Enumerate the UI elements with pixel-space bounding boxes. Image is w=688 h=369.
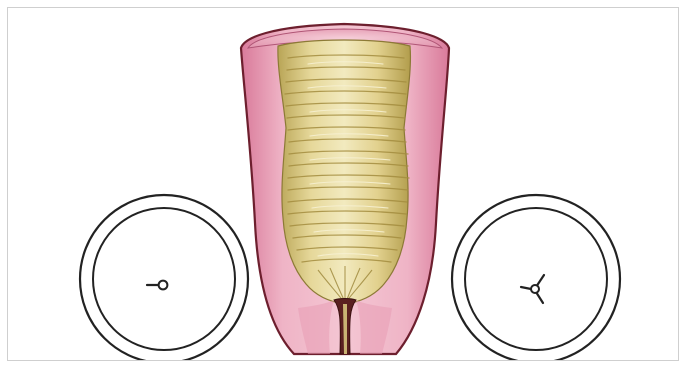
- stellate-os-icon: [452, 195, 620, 361]
- circular-os-icon: [80, 195, 248, 361]
- endometrial-cavity: [278, 40, 411, 304]
- cervical-canal: [298, 299, 392, 355]
- diagram-frame: [7, 7, 679, 361]
- diagram-canvas: [8, 8, 679, 361]
